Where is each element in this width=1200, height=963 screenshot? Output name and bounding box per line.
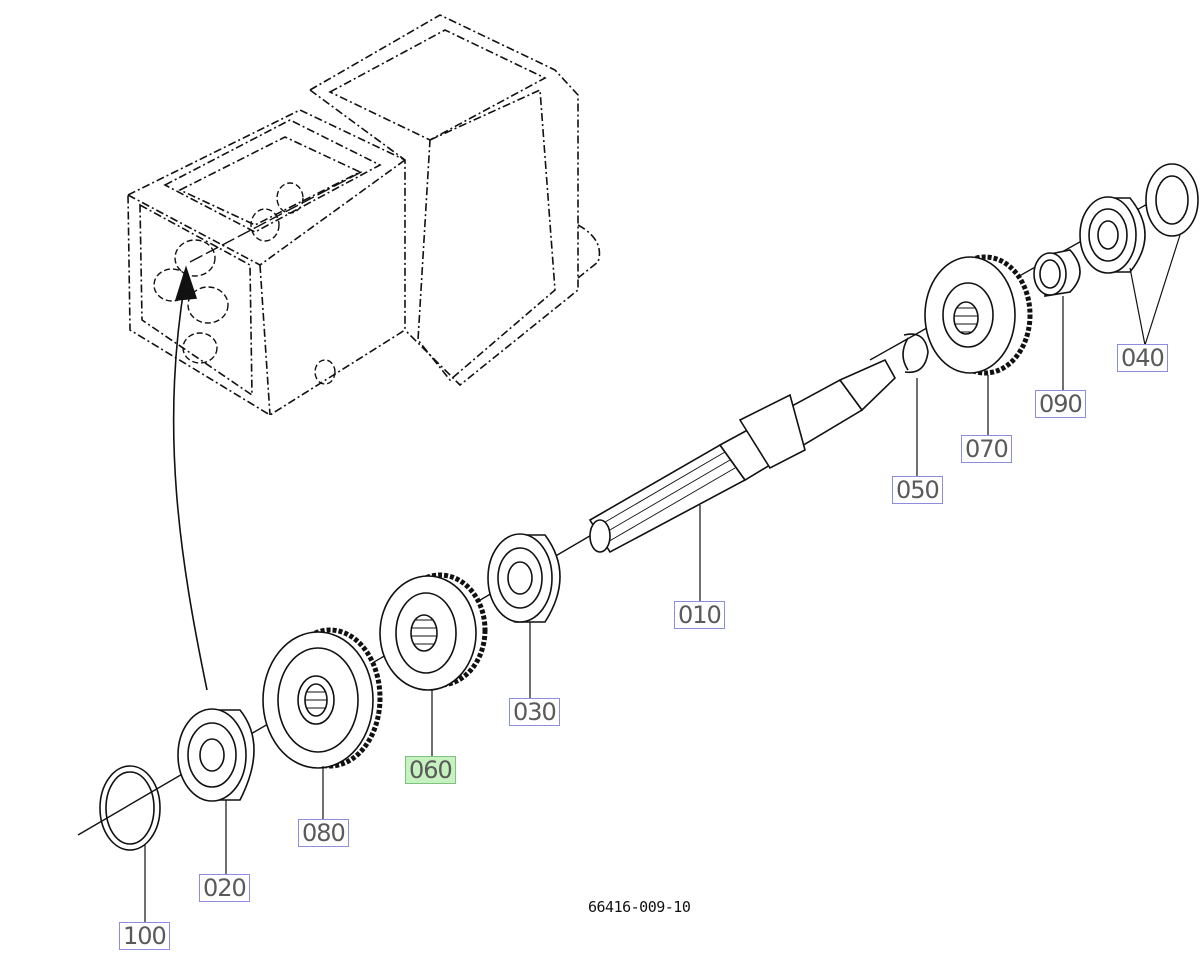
callout-070[interactable]: 070 bbox=[961, 435, 1012, 463]
gear-070 bbox=[924, 254, 1033, 376]
washer-100 bbox=[99, 765, 161, 851]
callout-020[interactable]: 020 bbox=[199, 874, 250, 902]
install-arrow bbox=[172, 265, 208, 691]
callout-080[interactable]: 080 bbox=[298, 819, 349, 847]
bearing-040b bbox=[1145, 163, 1199, 237]
bearing-040a bbox=[1079, 196, 1146, 274]
gear-060 bbox=[379, 572, 488, 691]
leader-lines bbox=[144, 234, 1181, 922]
callout-010[interactable]: 010 bbox=[674, 601, 725, 629]
callout-050[interactable]: 050 bbox=[892, 476, 943, 504]
callout-090[interactable]: 090 bbox=[1035, 390, 1086, 418]
bearing-020 bbox=[177, 708, 255, 802]
callout-060[interactable]: 060 bbox=[405, 756, 456, 784]
collar-090 bbox=[1033, 249, 1081, 297]
transmission-housing bbox=[127, 14, 601, 416]
drawing-number: 66416-009-10 bbox=[588, 898, 691, 916]
bearing-030 bbox=[487, 533, 561, 623]
callout-030[interactable]: 030 bbox=[509, 698, 560, 726]
callout-100[interactable]: 100 bbox=[119, 922, 170, 950]
main-shaft bbox=[588, 358, 896, 554]
callout-040[interactable]: 040 bbox=[1117, 344, 1168, 372]
gear-080 bbox=[262, 627, 383, 769]
snap-ring-050 bbox=[902, 333, 929, 374]
